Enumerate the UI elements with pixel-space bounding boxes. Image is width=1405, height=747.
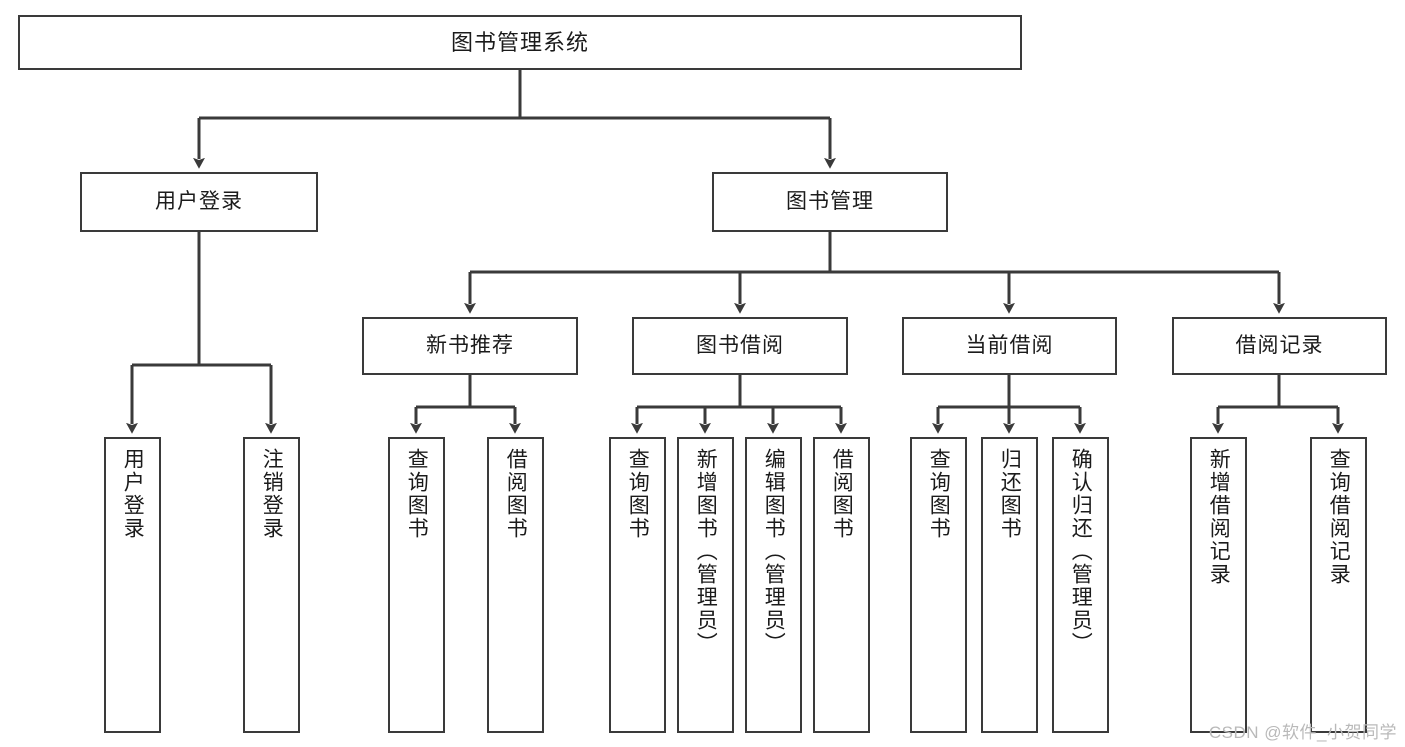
node-label: 借阅图书 bbox=[830, 448, 854, 540]
node-label: 借阅图书 bbox=[504, 448, 528, 540]
node-book-manage[interactable]: 图书管理 bbox=[712, 172, 948, 232]
node-book-borrow[interactable]: 图书借阅 bbox=[632, 317, 848, 375]
node-label: 查询图书 bbox=[626, 448, 650, 540]
node-cb-query-book[interactable]: 查询图书 bbox=[910, 437, 967, 733]
node-label: 归还图书 bbox=[998, 448, 1022, 540]
node-cb-return-book[interactable]: 归还图书 bbox=[981, 437, 1038, 733]
node-cb-confirm-return[interactable]: 确认归还（管理员） bbox=[1052, 437, 1109, 733]
node-nb-query-book[interactable]: 查询图书 bbox=[388, 437, 445, 733]
node-bb-borrow-book[interactable]: 借阅图书 bbox=[813, 437, 870, 733]
node-borrow-record[interactable]: 借阅记录 bbox=[1172, 317, 1387, 375]
node-user-login-do[interactable]: 用户登录 bbox=[104, 437, 161, 733]
node-user-logout[interactable]: 注销登录 bbox=[243, 437, 300, 733]
node-label: 图书管理 bbox=[786, 189, 874, 213]
node-label: 用户登录 bbox=[155, 189, 243, 213]
node-bb-edit-book[interactable]: 编辑图书（管理员） bbox=[745, 437, 802, 733]
node-label: 查询借阅记录 bbox=[1327, 448, 1351, 586]
csdn-watermark: CSDN @软件_小贺同学 bbox=[1208, 723, 1397, 742]
node-label: 编辑图书（管理员） bbox=[762, 448, 786, 655]
node-bb-add-book[interactable]: 新增图书（管理员） bbox=[677, 437, 734, 733]
node-label: 新书推荐 bbox=[426, 333, 514, 357]
node-label: 用户登录 bbox=[121, 448, 145, 540]
node-label: 当前借阅 bbox=[965, 333, 1054, 357]
node-label: 图书借阅 bbox=[696, 333, 784, 357]
node-label: 确认归还（管理员） bbox=[1069, 448, 1093, 655]
node-label: 新增借阅记录 bbox=[1207, 448, 1231, 586]
node-user-login[interactable]: 用户登录 bbox=[80, 172, 318, 232]
node-nb-borrow-book[interactable]: 借阅图书 bbox=[487, 437, 544, 733]
node-label: 借阅记录 bbox=[1235, 333, 1324, 357]
node-label: 新增图书（管理员） bbox=[694, 448, 718, 655]
node-current-borrow[interactable]: 当前借阅 bbox=[902, 317, 1117, 375]
node-root[interactable]: 图书管理系统 bbox=[18, 15, 1022, 70]
node-label: 图书管理系统 bbox=[450, 29, 589, 55]
node-label: 查询图书 bbox=[405, 448, 429, 540]
node-bb-query-book[interactable]: 查询图书 bbox=[609, 437, 666, 733]
node-label: 注销登录 bbox=[260, 448, 284, 540]
node-label: 查询图书 bbox=[927, 448, 951, 540]
node-br-query-record[interactable]: 查询借阅记录 bbox=[1310, 437, 1367, 733]
node-new-book-recommend[interactable]: 新书推荐 bbox=[362, 317, 578, 375]
node-br-add-record[interactable]: 新增借阅记录 bbox=[1190, 437, 1247, 733]
